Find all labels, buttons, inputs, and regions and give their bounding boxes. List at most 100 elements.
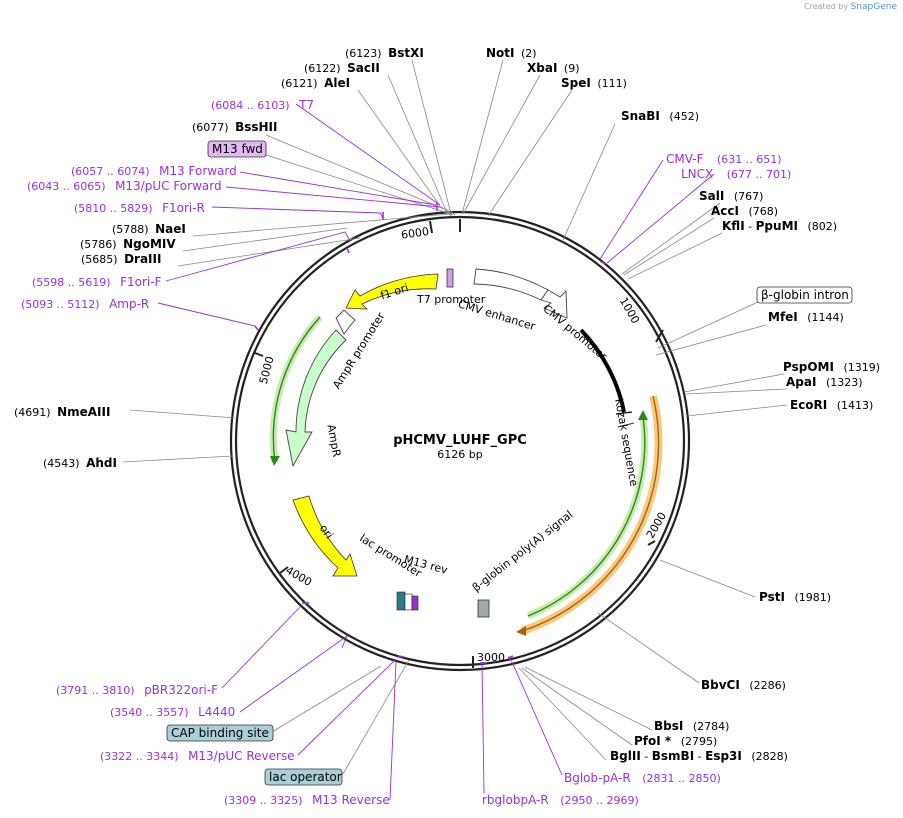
enzyme-bbvci[interactable]: BbvCI: [701, 678, 740, 692]
snapgene-credit: Created by SnapGene: [804, 2, 897, 12]
enzyme-draiii[interactable]: DraIII: [124, 252, 161, 266]
enzyme-naei[interactable]: NaeI: [155, 222, 186, 236]
enzyme-bbsi[interactable]: BbsI: [654, 719, 683, 733]
feature-t7-promoter[interactable]: [446, 268, 454, 288]
enzyme-esp3i[interactable]: Esp3I: [705, 749, 742, 763]
enzyme-ahdi[interactable]: AhdI: [86, 456, 117, 470]
enzyme-sali-pos: (767): [734, 190, 764, 203]
primer-m13-reverse[interactable]: M13 Reverse: [312, 793, 390, 807]
primer-arc-orange-head: [516, 626, 526, 636]
enzyme-nmeaiii-pos: (4691): [14, 406, 51, 419]
enzyme-pspomi[interactable]: PspOMI: [783, 360, 834, 374]
tick-label-6000: 6000: [400, 225, 430, 242]
feature-cmv-promoter[interactable]: [540, 289, 568, 319]
tick-label-5000: 5000: [257, 355, 277, 385]
primer-f1ori-f-range: (5598 .. 5619): [32, 276, 111, 289]
primer-arc-orange[interactable]: [520, 395, 663, 635]
feature-ampr-promoter[interactable]: [335, 309, 356, 335]
primer-f1ori-f[interactable]: F1ori-F: [120, 275, 161, 289]
svg-text:(5810 .. 5829) F1ori-R: (5810 .. 5829) F1ori-R: [74, 201, 205, 215]
svg-text:(6121) AleI: (6121) AleI: [281, 76, 350, 90]
feature-ori[interactable]: [292, 495, 358, 577]
enzyme-mfei-pos: (1144): [807, 311, 844, 324]
enzyme-ngomiv[interactable]: NgoMIV: [123, 237, 176, 251]
enzyme-kfli[interactable]: KflI: [722, 219, 745, 233]
enzyme-draiii-pos: (5685): [81, 253, 118, 266]
enzyme-bstxi[interactable]: BstXI: [388, 46, 424, 60]
feature-lac-operator-box[interactable]: [396, 591, 406, 611]
feature-lac-promoter-box[interactable]: [404, 593, 413, 611]
primer-bglob-pa-r[interactable]: Bglob-pA-R: [564, 771, 631, 785]
primer-m13-puc-forward[interactable]: M13/pUC Forward: [115, 179, 222, 193]
kozak-marker-2: [617, 422, 635, 428]
svg-text:(4543) AhdI: (4543) AhdI: [43, 456, 117, 470]
kozak-marker: [615, 411, 633, 415]
svg-text:(6077) BssHII: (6077) BssHII: [192, 120, 277, 134]
svg-text:(5786) NgoMIV: (5786) NgoMIV: [80, 237, 176, 251]
feature-f1ori-label: f1 ori: [379, 281, 410, 302]
enzyme-noti-pos: (2): [521, 47, 537, 60]
enzyme-leaders: [122, 59, 788, 775]
primer-amp-r[interactable]: Amp-R: [109, 297, 149, 311]
primer-l4440[interactable]: L4440: [198, 705, 235, 719]
svg-text:(3309 .. 3325) M13 Reverse: (3309 .. 3325) M13 Reverse: [224, 793, 390, 807]
enzyme-bbsi-pos: (2784): [693, 720, 730, 733]
primer-m13-forward[interactable]: M13 Forward: [159, 164, 237, 178]
feature-m13rev-box[interactable]: [411, 595, 419, 611]
primer-lncx[interactable]: LNCX: [681, 167, 713, 181]
enzyme-acci[interactable]: AccI: [711, 204, 739, 218]
boxed-label-lac-operator[interactable]: lac operator: [264, 768, 343, 786]
enzyme-snabi[interactable]: SnaBI: [621, 109, 660, 123]
primer-cmv-f[interactable]: CMV-F: [666, 152, 704, 166]
primer-pbr322ori-f[interactable]: pBR322ori-F: [144, 683, 218, 697]
enzyme-apai[interactable]: ApaI: [786, 375, 816, 389]
tick-marks: [254, 219, 664, 668]
enzyme-bsmbi[interactable]: BsmBI: [652, 749, 694, 763]
enzyme-ppumi-pos: (802): [807, 220, 837, 233]
enzyme-esp3i-pos: (2828): [751, 750, 788, 763]
enzyme-alei[interactable]: AleI: [324, 76, 350, 90]
enzyme-nmeaiii[interactable]: NmeAIII: [57, 405, 110, 419]
enzyme-ppumi[interactable]: PpuMI: [756, 219, 798, 233]
primer-rbglobpa-r-range: (2950 .. 2969): [560, 794, 639, 807]
primer-m13-forward-range: (6057 .. 6074): [71, 165, 150, 178]
enzyme-psti[interactable]: PstI: [759, 590, 785, 604]
boxed-label-cap-site[interactable]: CAP binding site: [166, 724, 274, 742]
primer-t7[interactable]: T7: [298, 98, 314, 112]
enzyme-mfei[interactable]: MfeI: [768, 310, 798, 324]
enzyme-noti[interactable]: NotI: [486, 46, 515, 60]
svg-text:rbglobpA-R (2950 .. 2969): rbglobpA-R (2950 .. 2969): [482, 793, 639, 807]
feature-f1ori[interactable]: [345, 273, 439, 310]
boxed-label-bglobin-intron[interactable]: β-globin intron: [756, 286, 853, 304]
primer-f1ori-r[interactable]: F1ori-R: [162, 201, 205, 215]
feature-kozak-arc[interactable]: [579, 328, 626, 413]
svg-text:SalI (767): SalI (767): [699, 189, 763, 203]
enzyme-pfoi[interactable]: PfoI *: [634, 734, 672, 748]
svg-text:(5685) DraIII: (5685) DraIII: [81, 252, 161, 266]
enzyme-spei-pos: (111): [597, 77, 627, 90]
feature-polya[interactable]: [477, 599, 490, 618]
enzyme-apai-pos: (1323): [826, 376, 863, 389]
svg-text:LNCX (677 .. 701): LNCX (677 .. 701): [681, 167, 791, 181]
enzyme-sali[interactable]: SalI: [699, 189, 724, 203]
enzyme-ngomiv-pos: (5786): [80, 238, 117, 251]
enzyme-bglii[interactable]: BglII: [610, 749, 641, 763]
svg-text:(5788) NaeI: (5788) NaeI: [112, 222, 186, 236]
svg-text:(6123) BstXI: (6123) BstXI: [345, 46, 424, 60]
enzyme-xbai-pos: (9): [564, 62, 580, 75]
svg-text:(6122) SacII: (6122) SacII: [304, 61, 380, 75]
enzyme-xbai[interactable]: XbaI: [527, 61, 557, 75]
feature-cmv-enhancer-label: CMV enhancer: [457, 297, 538, 333]
enzyme-sacii[interactable]: SacII: [347, 61, 380, 75]
primer-rbglobpa-r[interactable]: rbglobpA-R: [482, 793, 549, 807]
enzyme-bstxi-pos: (6123): [345, 47, 382, 60]
boxed-label-m13fwd[interactable]: M13 fwd: [207, 140, 267, 158]
primer-pbr322ori-f-range: (3791 .. 3810): [56, 684, 135, 697]
primer-m13-puc-reverse[interactable]: M13/pUC Reverse: [188, 749, 295, 763]
enzyme-spei[interactable]: SpeI: [561, 76, 591, 90]
enzyme-ecori[interactable]: EcoRI: [790, 398, 827, 412]
primer-lncx-range: (677 .. 701): [727, 168, 792, 181]
feature-ampr[interactable]: [285, 329, 347, 468]
enzyme-bsshii[interactable]: BssHII: [235, 120, 277, 134]
